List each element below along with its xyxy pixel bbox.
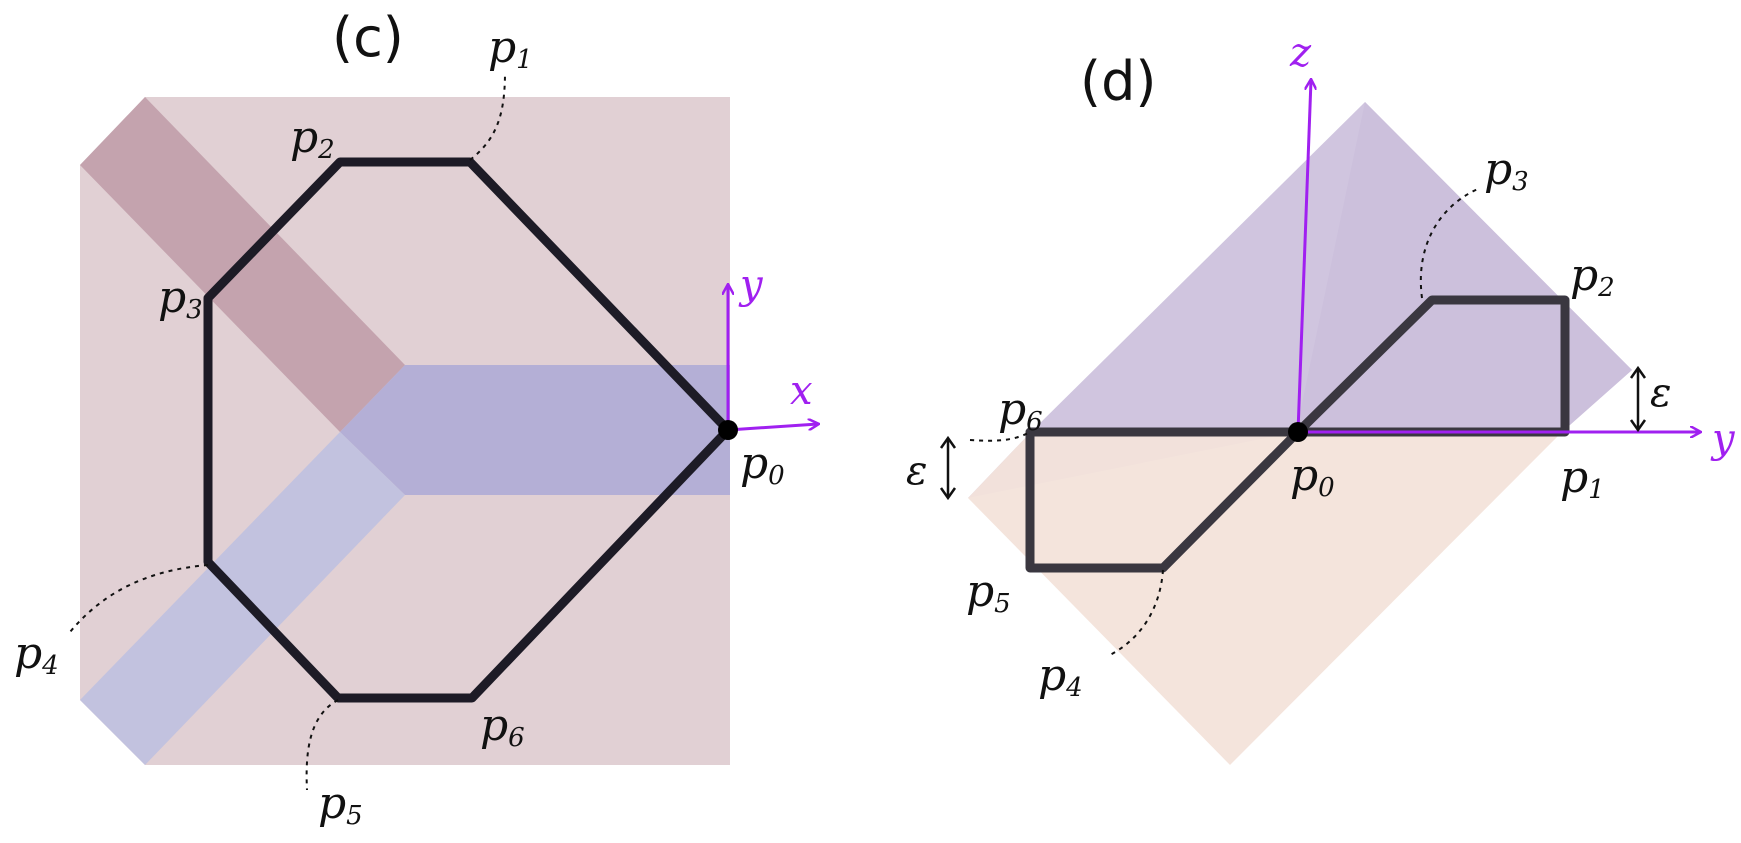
panel-c-label-p4: p4 <box>14 628 59 681</box>
panel-d-eps-left-heads <box>939 435 957 501</box>
panel-d-label-p2: p2 <box>1570 250 1615 303</box>
panel-d-eps-right-heads <box>1629 365 1647 433</box>
panel-c-label-p3: p3 <box>158 272 203 325</box>
panel-c-p4-leader <box>69 564 209 633</box>
panel-c-p1-leader <box>469 71 506 161</box>
panel-d-outline-left <box>1025 427 1302 573</box>
panel-d-label-p0: p0 <box>1290 450 1335 503</box>
panel-d-upper-plane-fill <box>1031 102 1632 432</box>
panel-c-x-label: x <box>790 368 813 414</box>
panel-c-p5-leader <box>305 699 339 791</box>
panel-d-origin-dot <box>1288 422 1308 442</box>
panel-d: z y (d) ε ε p0 p1 p2 p3 p4 p5 p6 <box>906 30 1736 765</box>
panel-d-eps-left-label: ε <box>906 448 927 494</box>
panel-d-lower-plane <box>968 432 1562 765</box>
panel-d-label-p5: p5 <box>966 566 1011 619</box>
panel-d-p4-leader <box>1107 569 1164 657</box>
panel-c-label-p1: p1 <box>488 22 533 75</box>
panel-c-label-p5: p5 <box>318 778 363 831</box>
panel-d-label-p1: p1 <box>1560 452 1605 505</box>
panel-c-x-axis <box>727 424 818 432</box>
panel-c-title: (c) <box>332 6 404 69</box>
panel-d-z-axis <box>1296 80 1311 433</box>
panel-c-label-p0: p0 <box>740 438 785 491</box>
panel-c-origin-dot <box>718 420 738 440</box>
panel-c: x y (c) p0 p1 p2 p3 p4 p5 p6 <box>14 6 818 831</box>
panel-d-label-p6: p6 <box>998 384 1043 437</box>
panel-d-title: (d) <box>1080 50 1156 113</box>
panel-d-eps-right-label: ε <box>1650 370 1671 416</box>
panel-d-p6-leader <box>969 431 1031 442</box>
panel-c-label-p6: p6 <box>480 700 525 753</box>
panel-d-y-label: y <box>1710 416 1736 462</box>
panel-d-z-label: z <box>1289 30 1312 76</box>
panel-d-label-p3: p3 <box>1484 144 1529 197</box>
panel-d-label-p4: p4 <box>1038 650 1083 703</box>
panel-c-octagon <box>203 157 732 703</box>
panel-c-label-p2: p2 <box>290 112 335 165</box>
panel-d-p3-leader <box>1419 187 1481 299</box>
panel-c-y-label: y <box>738 262 764 308</box>
panel-c-blue-band <box>340 365 730 495</box>
